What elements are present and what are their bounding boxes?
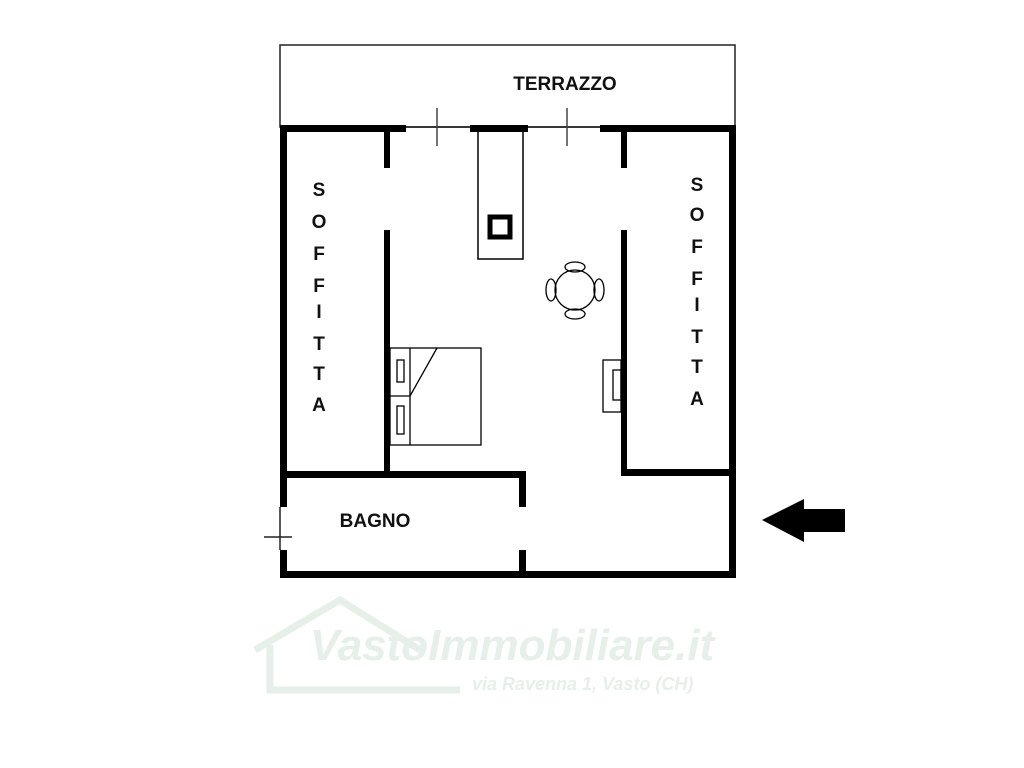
watermark-brand: VastoImmobiliare.it: [310, 621, 717, 670]
attic-right-label: S O F F I T T A: [690, 175, 705, 410]
attic-left-label: S O F F I T T A: [312, 180, 327, 416]
letter: T: [691, 327, 703, 348]
letter: O: [312, 212, 327, 233]
letter: T: [313, 364, 325, 385]
terrace-label: TERRAZZO: [513, 74, 616, 95]
letter: A: [690, 389, 704, 410]
stove-icon: [487, 214, 513, 240]
letter: T: [313, 334, 325, 355]
arrow-left-icon: [762, 499, 845, 542]
letter: S: [313, 180, 326, 201]
terrace-outline: [279, 44, 736, 128]
letter: T: [691, 357, 703, 378]
watermark-address: via Ravenna 1, Vasto (CH): [472, 674, 693, 694]
letter: A: [312, 395, 326, 416]
letter: F: [313, 244, 325, 265]
dining-table-icon: [545, 261, 605, 320]
walls: [280, 125, 736, 578]
bathroom-label: BAGNO: [340, 511, 411, 532]
letter: F: [691, 237, 703, 258]
letter: S: [691, 175, 704, 196]
desk-icon: [602, 359, 622, 413]
letter: I: [694, 295, 699, 316]
watermark: VastoImmobiliare.it via Ravenna 1, Vasto…: [253, 595, 717, 694]
kitchen-counter: [477, 130, 524, 260]
bed-icon: [389, 347, 482, 446]
house-logo-icon: [253, 595, 460, 694]
letter: F: [691, 269, 703, 290]
letter: O: [690, 205, 705, 226]
letter: F: [313, 276, 325, 297]
letter: I: [316, 302, 321, 323]
